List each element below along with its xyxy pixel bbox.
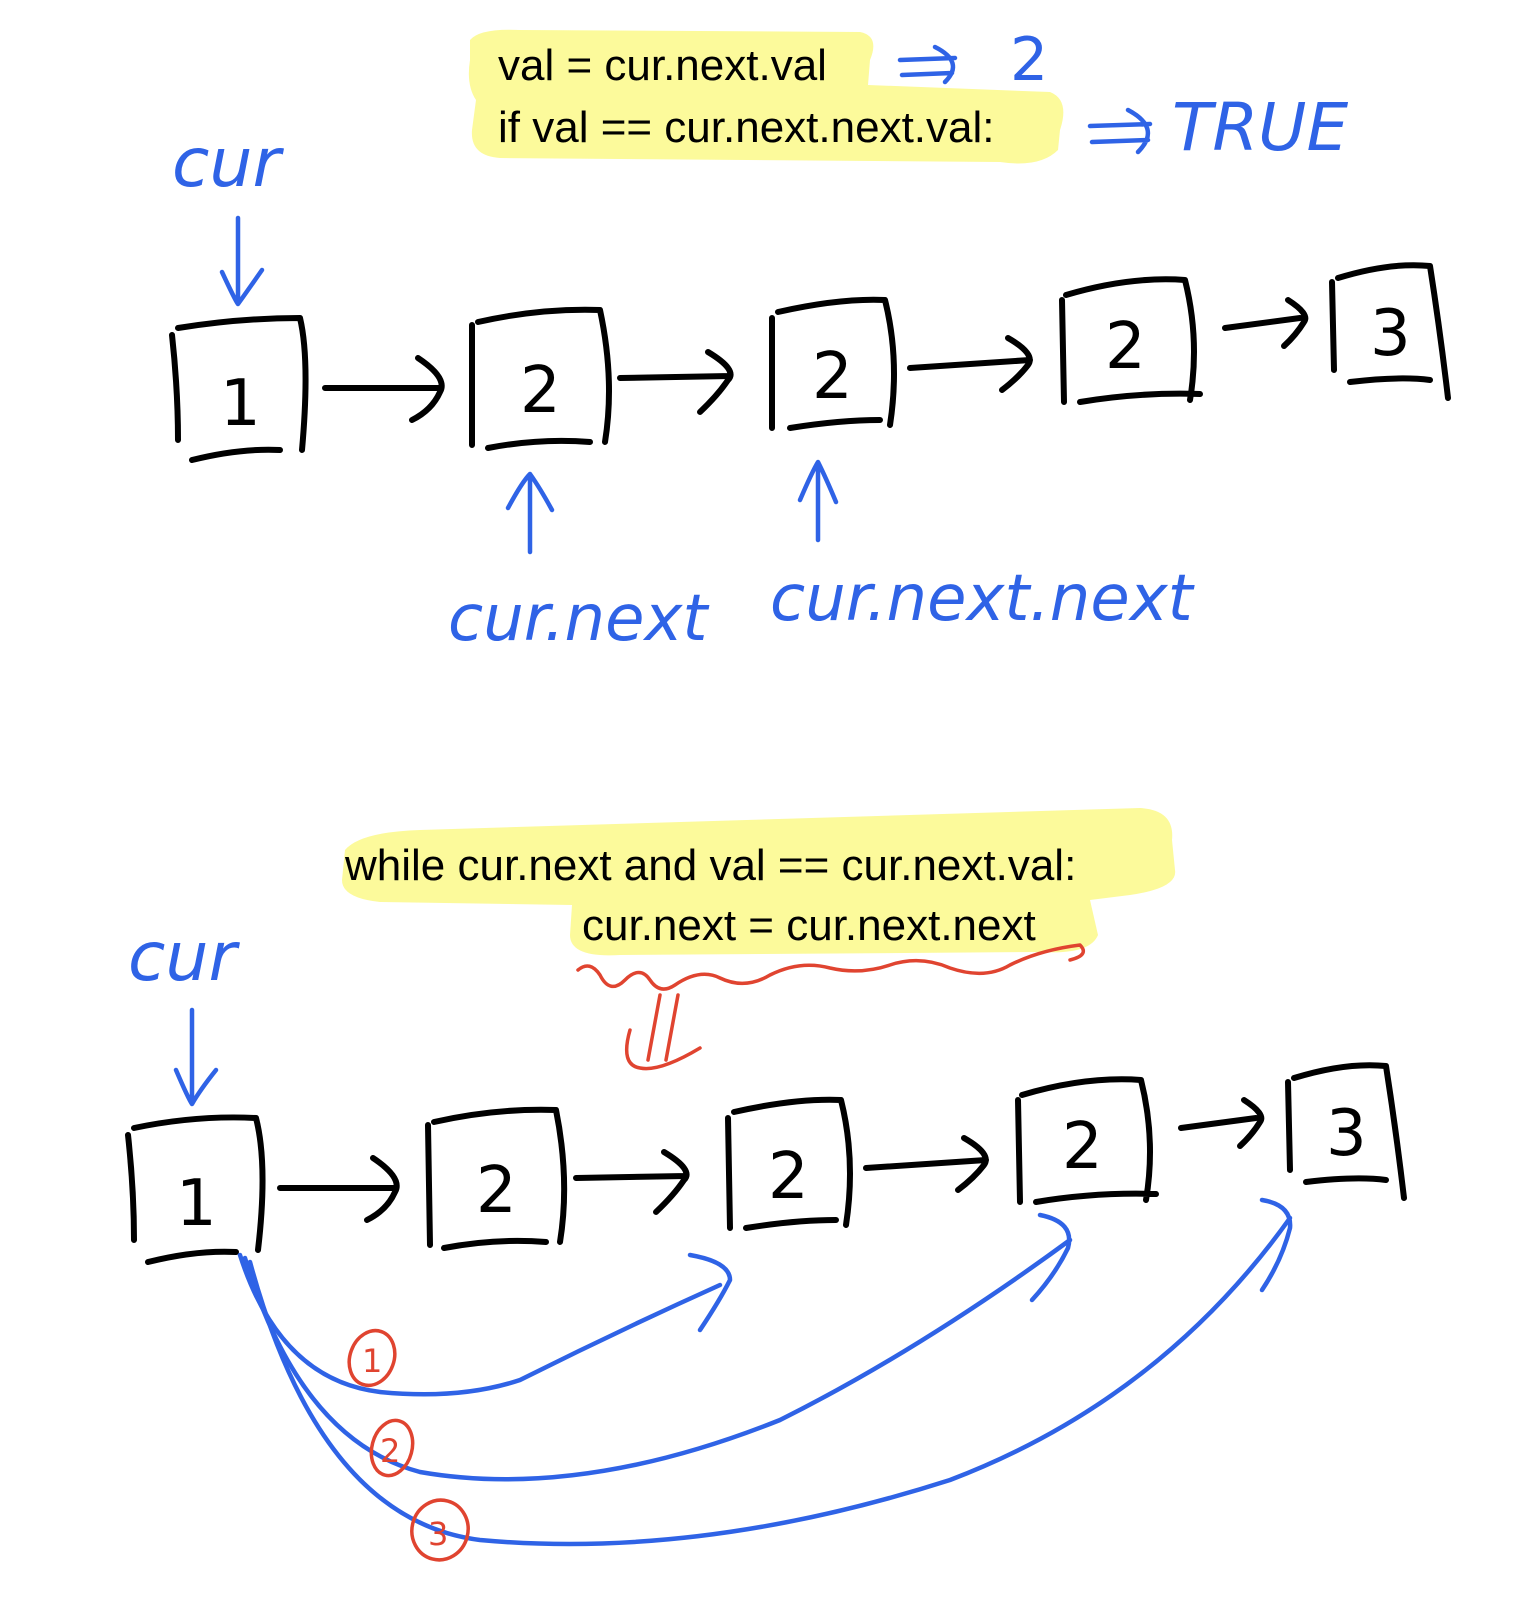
red-squiggle-underline [576, 943, 1086, 991]
list-node: 1 [125, 1114, 266, 1265]
next-arrow-icon [573, 1149, 690, 1215]
node-value: 2 [520, 354, 561, 428]
list-node: 2 [725, 1096, 853, 1231]
list-node: 2 [469, 306, 612, 451]
node-value: 2 [768, 1140, 809, 1214]
list-node: 3 [1285, 1062, 1407, 1201]
list-node: 1 [169, 315, 309, 463]
top-result-true: TRUE [1172, 89, 1348, 166]
up-arrow-icon [505, 471, 555, 555]
skip-arrow-3 [247, 1197, 1293, 1547]
step-number: 1 [362, 1342, 382, 1380]
list-node: 2 [425, 1106, 568, 1251]
double-down-arrow-icon [624, 993, 702, 1071]
top-pointer-next-next-label: cur.next.next [770, 562, 1196, 636]
step-marker-1: 1 [347, 1328, 397, 1388]
node-value: 3 [1370, 297, 1411, 371]
top-code-line-2: if val == cur.next.next.val: [498, 103, 994, 152]
top-code-line-1: val = cur.next.val [498, 41, 827, 90]
node-value: 2 [812, 340, 853, 414]
step-marker-3: 3 [410, 1498, 470, 1562]
node-value: 2 [1062, 1110, 1103, 1184]
list-node: 2 [1015, 1076, 1159, 1205]
node-value: 1 [176, 1167, 217, 1241]
node-value: 3 [1326, 1097, 1367, 1171]
node-value: 2 [1105, 310, 1146, 384]
step-number: 2 [380, 1432, 400, 1470]
bottom-pointer-cur-label: cur [128, 918, 240, 997]
node-value: 1 [220, 367, 261, 441]
next-arrow-icon [1178, 1097, 1265, 1149]
bottom-linked-list: 1 2 2 2 3 [125, 1062, 1407, 1265]
next-arrow-icon [907, 335, 1033, 393]
implies-arrow-icon [897, 44, 958, 85]
list-node: 2 [769, 296, 897, 431]
down-arrow-icon [173, 1007, 219, 1107]
step-marker-2: 2 [369, 1418, 415, 1478]
down-arrow-icon [219, 215, 265, 307]
implies-arrow-icon [1087, 107, 1153, 155]
node-value: 2 [476, 1154, 517, 1228]
list-node: 2 [1059, 276, 1203, 405]
step-number: 3 [428, 1515, 448, 1553]
skip-arrow-1 [237, 1252, 733, 1397]
bottom-code-line-1: while cur.next and val == cur.next.val: [344, 841, 1076, 890]
list-node: 3 [1329, 262, 1451, 401]
next-arrow-icon [1222, 297, 1309, 349]
up-arrow-icon [797, 459, 839, 543]
top-code-highlight [468, 29, 1064, 164]
next-arrow-icon [863, 1135, 989, 1193]
next-arrow-icon [277, 1155, 400, 1223]
next-arrow-icon [322, 355, 445, 423]
top-pointer-next-label: cur.next [448, 582, 710, 656]
bottom-code-line-2: cur.next = cur.next.next [582, 901, 1036, 950]
top-result-value: 2 [1010, 25, 1048, 95]
next-arrow-icon [617, 349, 734, 415]
top-pointer-cur-label: cur [172, 124, 284, 203]
top-linked-list: 1 2 2 2 3 [169, 262, 1451, 463]
skip-arrow-2 [242, 1212, 1073, 1482]
bottom-code-highlight [342, 808, 1176, 956]
